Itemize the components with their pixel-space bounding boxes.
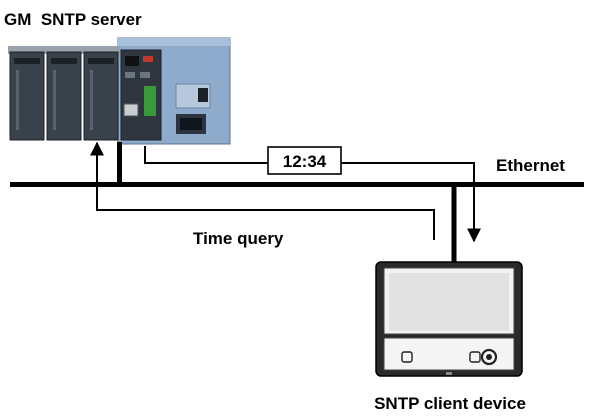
time-query-label: Time query bbox=[193, 229, 284, 248]
client-device-icon bbox=[375, 261, 523, 377]
server-title: GM SNTP server bbox=[4, 10, 142, 29]
server-device-icon bbox=[8, 37, 231, 145]
time-box-label: 12:34 bbox=[283, 152, 327, 171]
time-query-arrow bbox=[90, 141, 435, 240]
client-label: SNTP client device bbox=[374, 394, 526, 413]
ethernet-label: Ethernet bbox=[496, 156, 565, 175]
time-box: 12:34 bbox=[267, 146, 342, 175]
